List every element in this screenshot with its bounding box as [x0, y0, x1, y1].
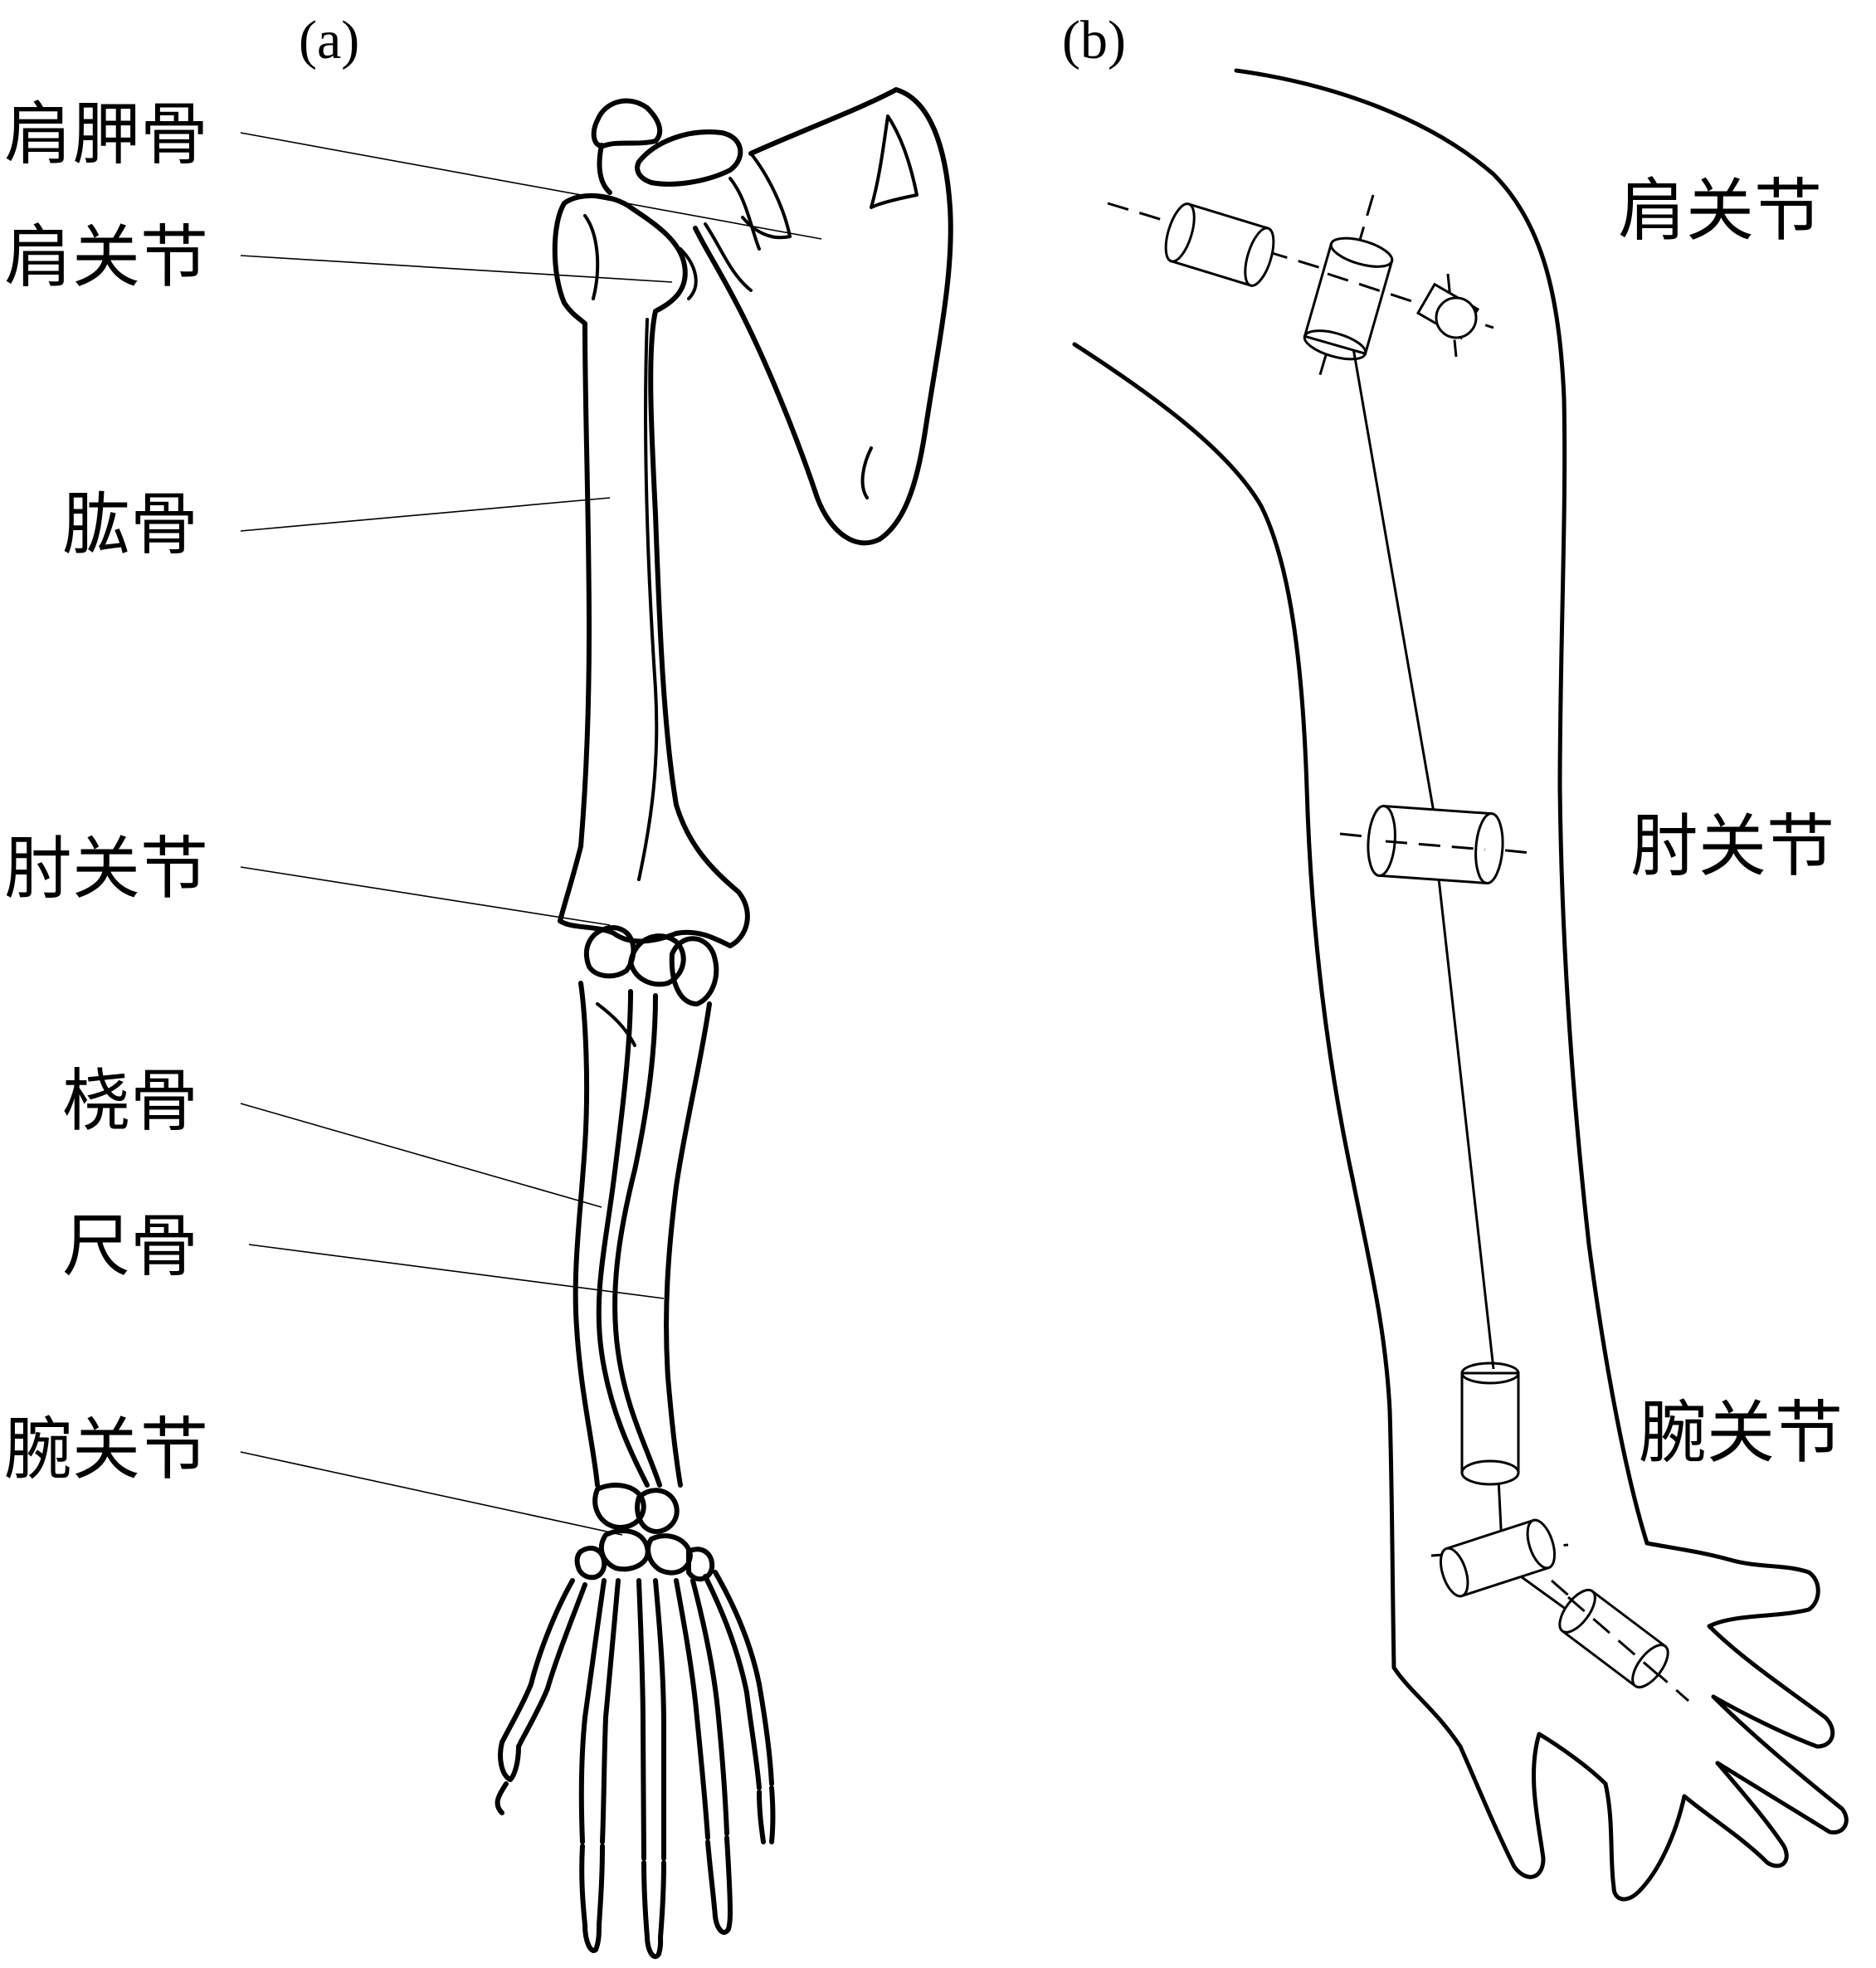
- metacarpal-bones: [529, 1570, 762, 1728]
- acromion: [591, 98, 743, 195]
- wrist-joint-model: [1430, 1362, 1689, 1703]
- kinematic-links: [1347, 319, 1573, 1615]
- label-wrist-joint-a: 腕关节: [4, 1410, 208, 1489]
- labels-b: 肩关节 肘关节 腕关节: [1618, 172, 1843, 1473]
- radius-ulna-bones: [573, 981, 712, 1488]
- panel-label-b: (b): [1062, 10, 1126, 71]
- scapula-bone: [693, 87, 953, 546]
- panel-label-a: (a): [299, 10, 359, 71]
- label-shoulder-joint-b: 肩关节: [1618, 172, 1822, 251]
- elbow-joint-model: [1339, 804, 1532, 885]
- label-ulna: 尺骨: [62, 1207, 198, 1286]
- label-radius: 桡骨: [62, 1062, 198, 1141]
- label-humerus: 肱骨: [62, 485, 198, 564]
- label-wrist-joint-b: 腕关节: [1639, 1394, 1843, 1473]
- humerus-bone: [552, 192, 750, 948]
- label-shoulder-joint-a: 肩关节: [4, 218, 208, 297]
- phalanx-bones: [495, 1682, 776, 1960]
- labels-a: 肩胛骨 肩关节 肱骨 肘关节 桡骨 尺骨 腕关节: [4, 95, 208, 1489]
- arm-skeleton: [495, 87, 953, 1960]
- shoulder-joint-model: [1107, 194, 1494, 378]
- label-scapula: 肩胛骨: [4, 95, 208, 174]
- label-elbow-joint-a: 肘关节: [4, 830, 208, 908]
- leader-lines-a: [240, 132, 822, 1536]
- arm-outline: [1072, 68, 1849, 1902]
- elbow-bones: [558, 918, 733, 1006]
- label-elbow-joint-b: 肘关节: [1630, 807, 1835, 886]
- carpal-bones: [574, 1483, 715, 1582]
